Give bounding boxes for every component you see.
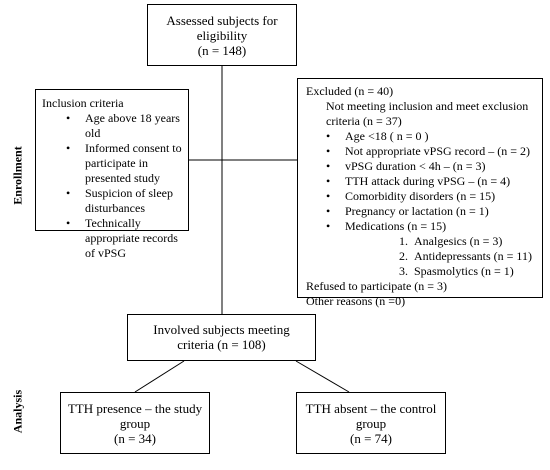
assessed-line2: eligibility bbox=[196, 28, 248, 43]
control-group-line2: group bbox=[355, 416, 387, 431]
assessed-box: Assessed subjects for eligibility (n = 1… bbox=[147, 4, 297, 66]
inclusion-list: Age above 18 years old Informed consent … bbox=[60, 111, 184, 261]
connector-to-control-group bbox=[295, 360, 350, 393]
exclusion-item: Age <18 ( n = 0 ) bbox=[320, 129, 538, 144]
not-meeting-line2: criteria (n = 37) bbox=[326, 114, 402, 128]
refused-line: Refused to participate (n = 3) bbox=[306, 279, 448, 293]
medication-number: 2. bbox=[399, 249, 408, 263]
medication-item: 1. Analgesics (n = 3) bbox=[306, 234, 538, 249]
medication-label: Antidepressants (n = 11) bbox=[414, 249, 532, 263]
assessed-line1: Assessed subjects for bbox=[166, 13, 278, 28]
study-group-line1: TTH presence – the study bbox=[67, 401, 203, 416]
control-group-box: TTH absent – the control group (n = 74) bbox=[296, 392, 446, 454]
exclusion-item: vPSG duration < 4h – (n = 3) bbox=[320, 159, 538, 174]
exclusion-item: Pregnancy or lactation (n = 1) bbox=[320, 204, 538, 219]
excluded-title: Excluded (n = 40) bbox=[306, 84, 394, 98]
medication-item: 2. Antidepressants (n = 11) bbox=[306, 249, 538, 264]
exclusion-item: Not appropriate vPSG record – (n = 2) bbox=[320, 144, 538, 159]
medications-list: 1. Analgesics (n = 3) 2. Antidepressants… bbox=[306, 234, 538, 279]
involved-box: Involved subjects meeting criteria (n = … bbox=[127, 314, 316, 361]
excluded-box: Excluded (n = 40) Not meeting inclusion … bbox=[297, 78, 543, 308]
exclusion-list: Age <18 ( n = 0 ) Not appropriate vPSG r… bbox=[320, 129, 538, 234]
medication-item: 3. Spasmolytics (n = 1) bbox=[306, 264, 538, 279]
inclusion-criteria-box: Inclusion criteria Age above 18 years ol… bbox=[35, 89, 189, 260]
exclusion-item: Comorbidity disorders (n = 15) bbox=[320, 189, 538, 204]
control-group-line1: TTH absent – the control bbox=[305, 401, 437, 416]
inclusion-item: Suspicion of sleep disturbances bbox=[60, 186, 184, 216]
not-meeting-line1: Not meeting inclusion and meet exclusion bbox=[326, 99, 529, 113]
control-group-count: (n = 74) bbox=[350, 431, 392, 446]
exclusion-item: TTH attack during vPSG – (n = 4) bbox=[320, 174, 538, 189]
medication-number: 3. bbox=[399, 264, 408, 278]
inclusion-item: Informed consent to participate in prese… bbox=[60, 141, 184, 186]
medication-label: Analgesics (n = 3) bbox=[414, 234, 503, 248]
study-group-count: (n = 34) bbox=[114, 431, 156, 446]
enrollment-label: Enrollment bbox=[10, 146, 25, 205]
involved-line2: criteria (n = 108) bbox=[177, 337, 266, 352]
inclusion-title: Inclusion criteria bbox=[42, 96, 124, 110]
medication-number: 1. bbox=[399, 234, 408, 248]
medication-label: Spasmolytics (n = 1) bbox=[414, 264, 514, 278]
study-group-box: TTH presence – the study group (n = 34) bbox=[60, 392, 210, 454]
assessed-count: (n = 148) bbox=[197, 43, 247, 58]
inclusion-item: Technically appropriate records of vPSG bbox=[60, 216, 184, 261]
other-reasons-line: Other reasons (n =0) bbox=[306, 294, 406, 308]
inclusion-item: Age above 18 years old bbox=[60, 111, 184, 141]
connector-to-study-group bbox=[134, 360, 185, 393]
analysis-label: Analysis bbox=[10, 389, 25, 434]
exclusion-item: Medications (n = 15) bbox=[320, 219, 538, 234]
involved-line1: Involved subjects meeting bbox=[153, 322, 290, 337]
study-group-line2: group bbox=[119, 416, 151, 431]
